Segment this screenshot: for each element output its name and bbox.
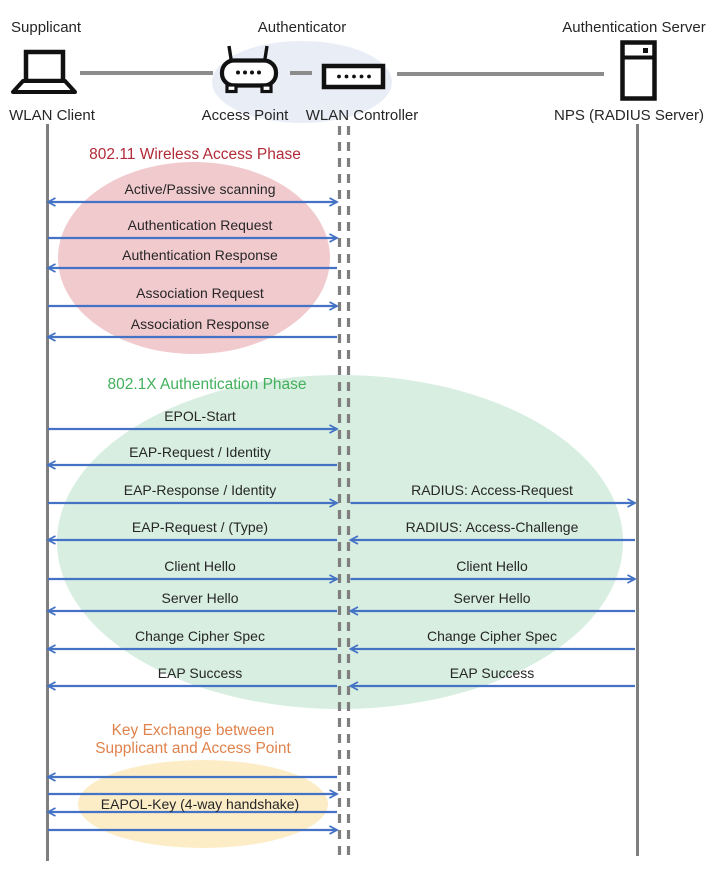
message-label: EAP Success [157, 665, 243, 681]
node-label-access-point: Access Point [201, 107, 289, 124]
message-label: EAP-Request / Identity [129, 444, 271, 460]
phase-title-80211-wireless-access: 802.11 Wireless Access Phase [89, 146, 301, 163]
message-label: Server Hello [161, 590, 239, 606]
node-label-nps-radius-server: NPS (RADIUS Server) [553, 107, 705, 124]
message-label: Authentication Response [122, 247, 278, 263]
message-label: Active/Passive scanning [124, 181, 276, 197]
phase-title-key-exchange-line1: Key Exchange between [111, 722, 275, 739]
phase-title-key-exchange-line2: Supplicant and Access Point [95, 740, 291, 757]
message-label: EAP-Request / (Type) [131, 519, 269, 535]
role-label-authentication-server: Authentication Server [562, 19, 706, 36]
server-icon [620, 40, 657, 101]
message-label: Change Cipher Spec [427, 628, 557, 644]
node-label-wlan-controller: WLAN Controller [305, 107, 419, 124]
message-label: Authentication Request [127, 217, 273, 233]
message-label: EAP-Response / Identity [123, 482, 277, 498]
node-label-wlan-client: WLAN Client [9, 107, 95, 124]
message-arrows [46, 197, 637, 835]
controller-lifeline [337, 126, 351, 856]
message-label: EAPOL-Key (4-way handshake) [100, 796, 300, 812]
message-label: EPOL-Start [164, 408, 236, 424]
laptop-icon [11, 49, 77, 94]
wlan-controller-icon [321, 63, 386, 90]
message-label: Change Cipher Spec [135, 628, 265, 644]
message-label: Server Hello [453, 590, 531, 606]
message-label: Client Hello [456, 558, 528, 574]
phase-title-8021x-authentication: 802.1X Authentication Phase [107, 376, 307, 393]
phase3-ellipse [78, 760, 328, 848]
message-label: Association Request [136, 285, 264, 301]
message-label: RADIUS: Access-Challenge [405, 519, 579, 535]
message-label: Client Hello [164, 558, 236, 574]
node-connectors [80, 71, 604, 76]
role-label-supplicant: Supplicant [11, 19, 82, 36]
message-label: Association Response [130, 316, 270, 332]
message-label: RADIUS: Access-Request [411, 482, 573, 498]
phase-title-key-exchange: Key Exchange between Supplicant and Acce… [43, 722, 343, 758]
message-label: EAP Success [449, 665, 535, 681]
access-point-icon [219, 45, 279, 94]
role-label-authenticator: Authenticator [257, 19, 347, 36]
